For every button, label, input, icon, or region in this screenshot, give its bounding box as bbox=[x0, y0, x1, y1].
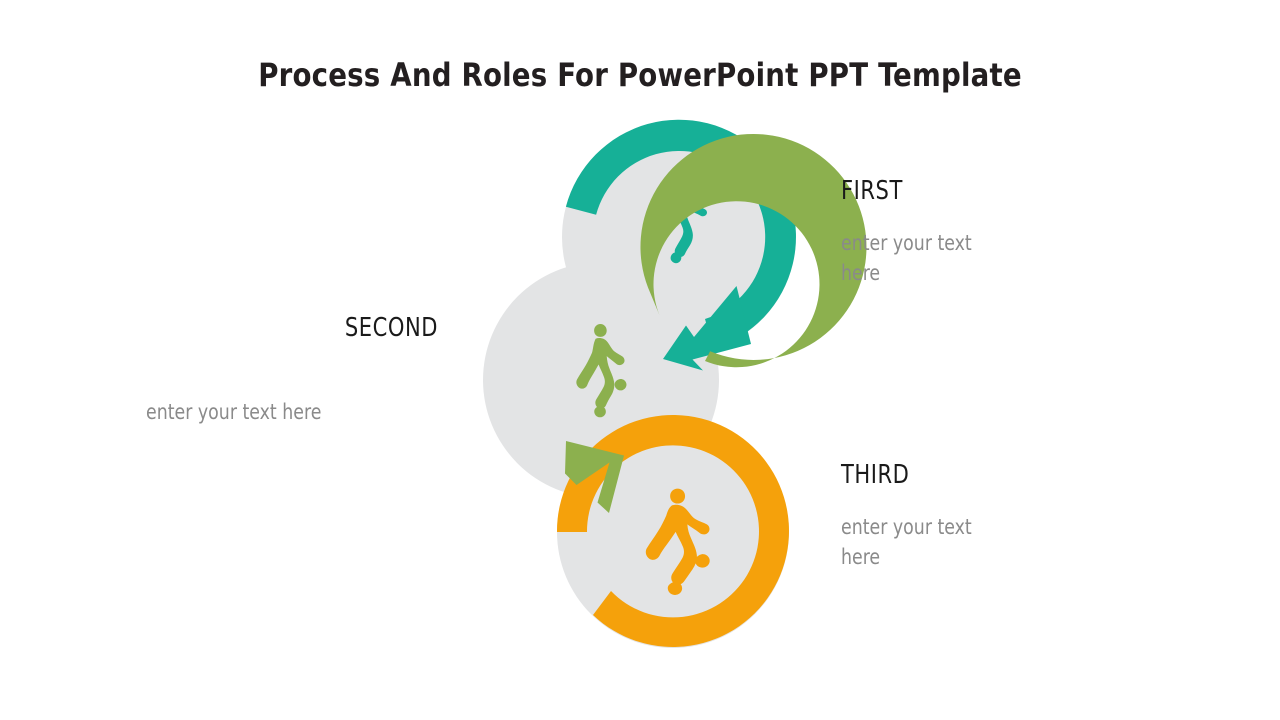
step-title-third: THIRD bbox=[841, 460, 910, 490]
step-body-third: enter your text here bbox=[841, 515, 972, 570]
step-title-second: SECOND bbox=[344, 313, 438, 343]
ring-first[interactable] bbox=[565, 119, 796, 371]
step-title-first: FIRST bbox=[841, 176, 903, 206]
page-title: Process And Roles For PowerPoint PPT Tem… bbox=[258, 56, 1022, 94]
ring-second-arc bbox=[640, 133, 867, 368]
step-body-first: enter your text here bbox=[841, 231, 972, 286]
ring-first-arrowhead bbox=[663, 286, 751, 371]
step-label-first: FIRST enter your text here bbox=[841, 176, 1051, 289]
step-body-second: enter your text here bbox=[146, 400, 322, 425]
runner-silhouette-icon-third bbox=[645, 488, 710, 595]
ring-second-arrowhead bbox=[565, 441, 624, 513]
runner-silhouette-icon-second bbox=[576, 324, 627, 418]
ring-second[interactable] bbox=[565, 133, 867, 513]
step-label-second: SECOND enter your text here bbox=[146, 313, 438, 428]
step-label-third: THIRD enter your text here bbox=[841, 460, 1051, 573]
